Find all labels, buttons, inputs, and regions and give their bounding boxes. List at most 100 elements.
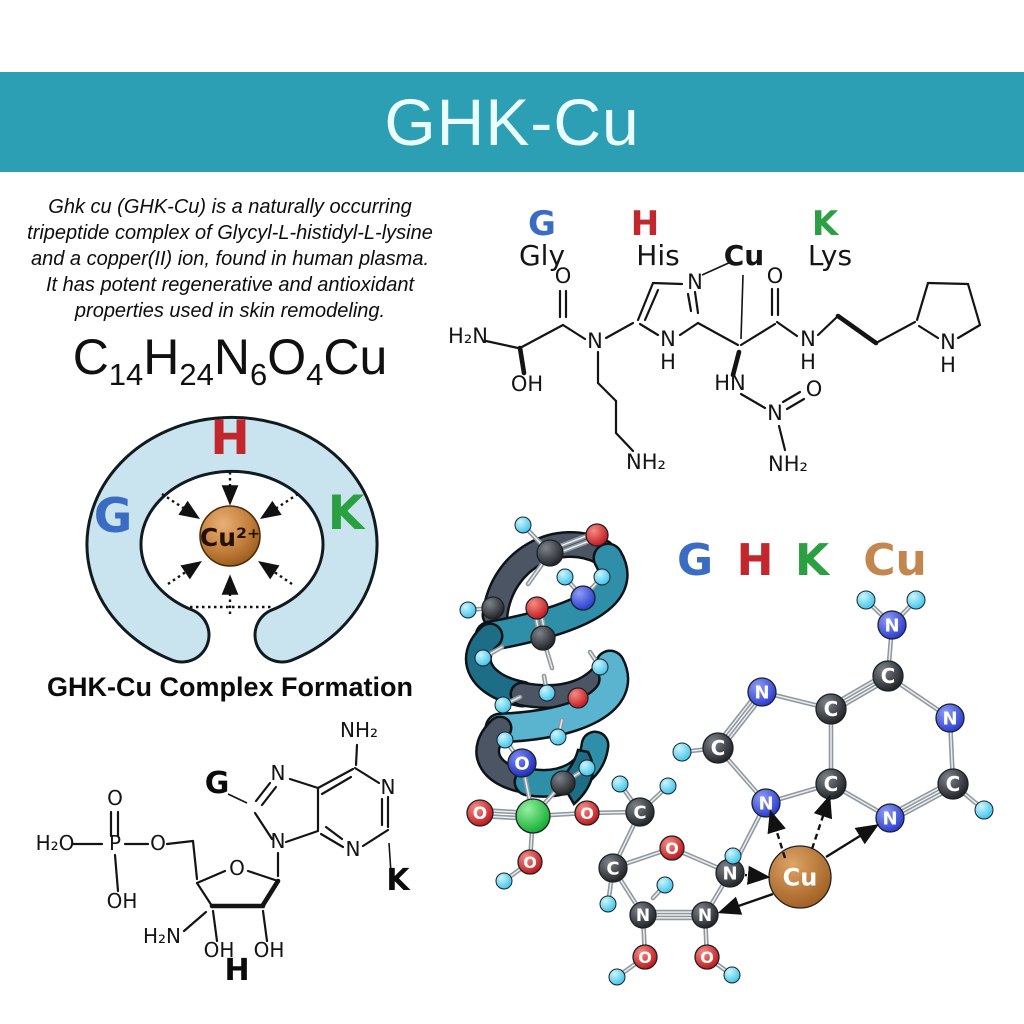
oh2-label: OH — [254, 938, 285, 962]
atom-ob — [507, 748, 537, 778]
atom-n — [570, 585, 596, 611]
amine-label: NH₂ — [340, 718, 378, 742]
title-banner: GHK-Cu — [0, 72, 1024, 172]
atom-label: O — [514, 753, 529, 774]
atom-nb — [629, 901, 657, 929]
complex-letter-k: K — [328, 486, 366, 541]
atom-o — [567, 687, 589, 709]
o1-label: O — [555, 264, 572, 288]
n7-label: N — [271, 761, 286, 785]
cu-label: Cu — [724, 239, 764, 272]
atom-h — [659, 777, 677, 795]
atom-label: C — [711, 736, 726, 760]
atom-h — [549, 728, 567, 746]
atom-h — [494, 696, 512, 714]
atom-h — [672, 742, 692, 762]
atom-c — [937, 768, 969, 800]
atom-nb — [691, 901, 719, 929]
atom-h — [608, 968, 626, 986]
nh-imidazole-label: N — [660, 327, 676, 351]
model-letter-h: H — [737, 535, 774, 586]
atom-n — [877, 610, 907, 640]
o-ring-label: O — [229, 856, 245, 880]
o-double-label: O — [107, 786, 123, 810]
atom-label: N — [942, 708, 957, 729]
atom-label: N — [722, 863, 737, 884]
o2-label: O — [767, 264, 784, 288]
atom-o — [574, 800, 600, 826]
atom-label: O — [665, 839, 679, 858]
cu-coordination-arrow — [767, 809, 787, 859]
h2o-label: H₂O — [36, 831, 75, 855]
atom-h — [656, 876, 674, 894]
tripeptide-skeletal-structure: G H K Gly His Cu Lys H₂N OH O N NH₂ N N … — [448, 204, 982, 476]
atom-label: N — [758, 793, 773, 814]
o-ester-label: O — [150, 831, 166, 855]
atom-o — [632, 944, 658, 970]
model-title: G H K Cu — [677, 535, 927, 586]
p-label: P — [109, 831, 121, 855]
atom-h — [496, 731, 514, 749]
atom-label: O — [638, 948, 652, 967]
atom-c — [530, 625, 556, 651]
n3-label: N — [346, 837, 361, 861]
atom-label: N — [882, 808, 897, 829]
atom-h — [599, 895, 617, 913]
atom-h — [723, 966, 741, 984]
letter-k: K — [386, 863, 411, 898]
tripeptide-bonds — [484, 260, 982, 453]
atom-h — [974, 800, 994, 820]
atom-label: Cu — [783, 864, 818, 892]
page-title: GHK-Cu — [384, 85, 640, 159]
n3-label: N — [767, 401, 783, 425]
atom-label: C — [824, 772, 839, 796]
gly-label: Gly — [519, 239, 565, 272]
atom-c — [625, 797, 655, 827]
adenine-bonds — [70, 743, 392, 943]
header-letter-k: K — [812, 204, 840, 244]
atom-label: C — [606, 858, 619, 879]
nh2-b-label: NH₂ — [768, 452, 808, 476]
atom-h — [724, 847, 742, 865]
atom-label: O — [580, 804, 594, 823]
n-amide-label: N — [587, 329, 603, 353]
n1-label: N — [381, 775, 396, 799]
atom-o — [525, 596, 549, 620]
n2-label: N — [800, 327, 816, 351]
h2n-label: H₂N — [143, 924, 181, 948]
atom-h — [495, 872, 513, 890]
atom-label: C — [633, 802, 646, 823]
atom-c — [481, 596, 505, 620]
complex-letter-g: G — [94, 489, 133, 544]
atom-h — [556, 568, 574, 586]
atom-label: N — [636, 906, 650, 926]
copper-ion-label: Cu²⁺ — [200, 523, 260, 552]
adenine-labels: NH₂ N N N N G K H H₂O P O OH O O OH OH H… — [36, 718, 412, 988]
atom-o — [659, 835, 685, 861]
atom-h — [906, 590, 926, 610]
atom-n — [875, 803, 905, 833]
atom-n — [935, 703, 965, 733]
h-pyrrolidine-label: H — [940, 353, 956, 377]
atom-c — [536, 539, 564, 567]
tripeptide-atom-labels: H₂N OH O N NH₂ N N H O N H N H HN N O NH… — [448, 264, 956, 476]
atom-h — [593, 568, 611, 586]
oh-phosphate-label: OH — [107, 889, 138, 913]
atom-o — [517, 849, 543, 875]
cu-coordination-arrow — [744, 865, 771, 885]
lys-label: Lys — [808, 239, 852, 272]
atom-label: O — [700, 948, 714, 967]
oh1-label: OH — [204, 938, 235, 962]
atom-h — [474, 649, 492, 667]
complex-letter-h: H — [210, 411, 249, 466]
his-label: His — [636, 239, 679, 272]
atom-label: O — [473, 804, 487, 824]
n-pyrrolidine-label: N — [940, 330, 956, 354]
atom-p — [515, 798, 551, 834]
letter-g: G — [205, 766, 230, 801]
atom-label: C — [881, 664, 896, 688]
coordination-arrows — [161, 472, 299, 614]
adenine-skeletal-structure: NH₂ N N N N G K H H₂O P O OH O O OH OH H… — [36, 718, 412, 988]
